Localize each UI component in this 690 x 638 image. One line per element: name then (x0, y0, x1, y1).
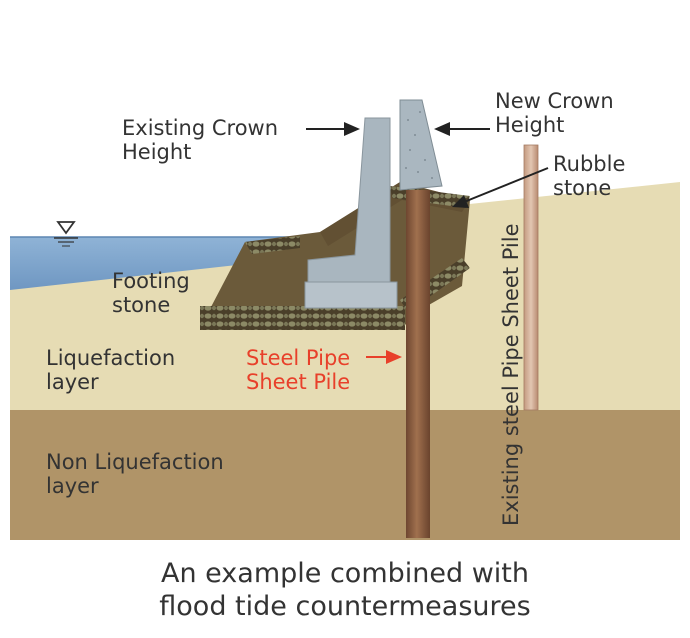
non-liquefaction-label-line2: layer (46, 474, 99, 498)
water (10, 237, 300, 290)
existing-crown-label-line2: Height (122, 140, 191, 164)
new-crown-arrow (434, 122, 490, 136)
liquefaction-label-line2: layer (46, 370, 99, 394)
new-wall-texture (405, 111, 433, 179)
caption-line2: flood tide countermeasures (159, 591, 530, 622)
caption-line1: An example combined with (161, 558, 529, 589)
rubble-stone-arrow (452, 167, 549, 208)
existing-crown-label-line1: Existing Crown (122, 116, 278, 140)
non-liquefaction-label-line1: Non Liquefaction (46, 450, 224, 474)
liquefaction-label-line1: Liquefaction (46, 346, 175, 370)
footing-stone-band (200, 306, 405, 330)
existing-steel-pipe-sheet-pile (523, 144, 539, 411)
rubble-stone-label-line1: Rubble (553, 152, 625, 176)
steel-pipe-arrow (366, 350, 402, 364)
existing-crown-arrow (306, 122, 360, 136)
wall-base-slab (304, 281, 398, 309)
new-crown-label-line2: Height (495, 113, 564, 137)
embankment-mound (200, 182, 470, 330)
steel-pipe-sheet-pile (406, 190, 430, 538)
steel-pipe-label-line2: Sheet Pile (246, 370, 350, 394)
non-liquefaction-layer (10, 410, 680, 540)
rubble-stone-label-line2: stone (553, 176, 611, 200)
new-crown-label-line1: New Crown (495, 89, 614, 113)
new-concrete-wall (399, 99, 443, 191)
existing-pile-vertical-label: Existing steel Pipe Sheet Pile (499, 223, 523, 526)
footing-stone-label-line1: Footing (112, 269, 190, 293)
footing-stone-label-line2: stone (112, 293, 170, 317)
steel-pipe-label-line1: Steel Pipe (246, 346, 350, 370)
slope-stone-band (245, 236, 300, 254)
water-level-icon (54, 221, 78, 247)
